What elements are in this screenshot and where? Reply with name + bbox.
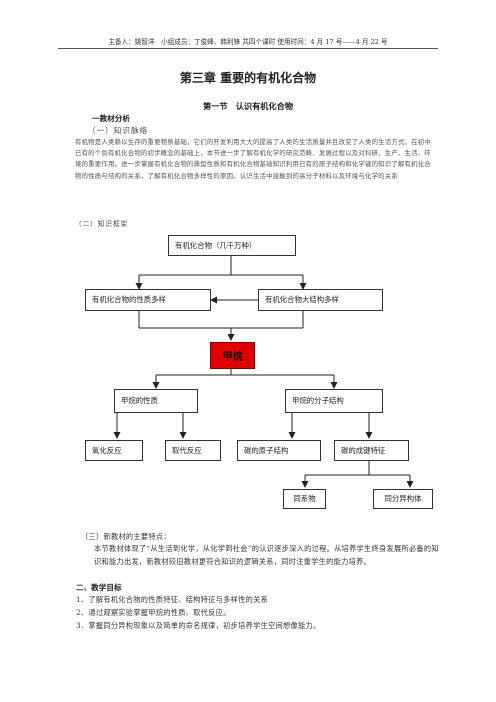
box-diverse-structures: 有机化合物大结构多样 <box>258 289 383 311</box>
objective-item: 1、了解有机化合物的性质特征、结构特征与多样性的关系 <box>76 595 269 604</box>
part1-sub1: （一）知识脉络 <box>88 126 149 135</box>
part1-sub3-heading: （三）新教材的主要特点： <box>81 532 171 541</box>
objective-item: 3、掌握同分异构现象以及简单的命名规律，初步培养学生空间想像能力。 <box>76 621 321 630</box>
objective-item: 2、通过观察实验掌握甲烷的性质、取代反应。 <box>76 608 231 617</box>
box-isomer: 同分异构体 <box>373 489 433 509</box>
part1-sub2: （二）知识框架 <box>75 220 129 228</box>
box-methane-properties: 甲烷的性质 <box>114 389 198 413</box>
box-substitution: 取代反应 <box>165 440 221 461</box>
box-oxidation: 氧化反应 <box>85 440 143 461</box>
chapter-title: 第三章 重要的有机化合物 <box>179 71 317 85</box>
part2-heading: 二、教学目标 <box>76 583 122 592</box>
page-header: 主备人：姚智洋 小组成员：丁俊峰、韩利锋 共四个课时 使用时间：4 月 17 号… <box>108 38 388 46</box>
part1-sub3-text: 本节教材体现了“从生活到化学，从化学到社会”的认识逐步深入的过程。从培养学生终身… <box>94 544 439 566</box>
box-carbon-bonding: 碳的成键特征 <box>334 440 409 461</box>
box-diverse-properties: 有机化合物的性质多样 <box>85 289 211 311</box>
box-organic-compounds: 有机化合物（几千万种） <box>168 235 296 256</box>
box-carbon-atom: 碳的原子结构 <box>237 440 321 461</box>
box-homolog: 同系物 <box>283 489 326 509</box>
section-title: 第一节 认识有机化合物 <box>202 101 294 111</box>
header-rule <box>58 48 438 49</box>
part1-heading: 一教材分析 <box>92 114 130 123</box>
box-methane: 甲烷 <box>210 342 255 369</box>
box-methane-structure: 甲烷的分子结构 <box>285 389 383 413</box>
part1-paragraph: 有机物是人类赖以生存的重要物质基础，它们的开发利用大大的提高了人类的生活质量并且… <box>75 138 431 180</box>
